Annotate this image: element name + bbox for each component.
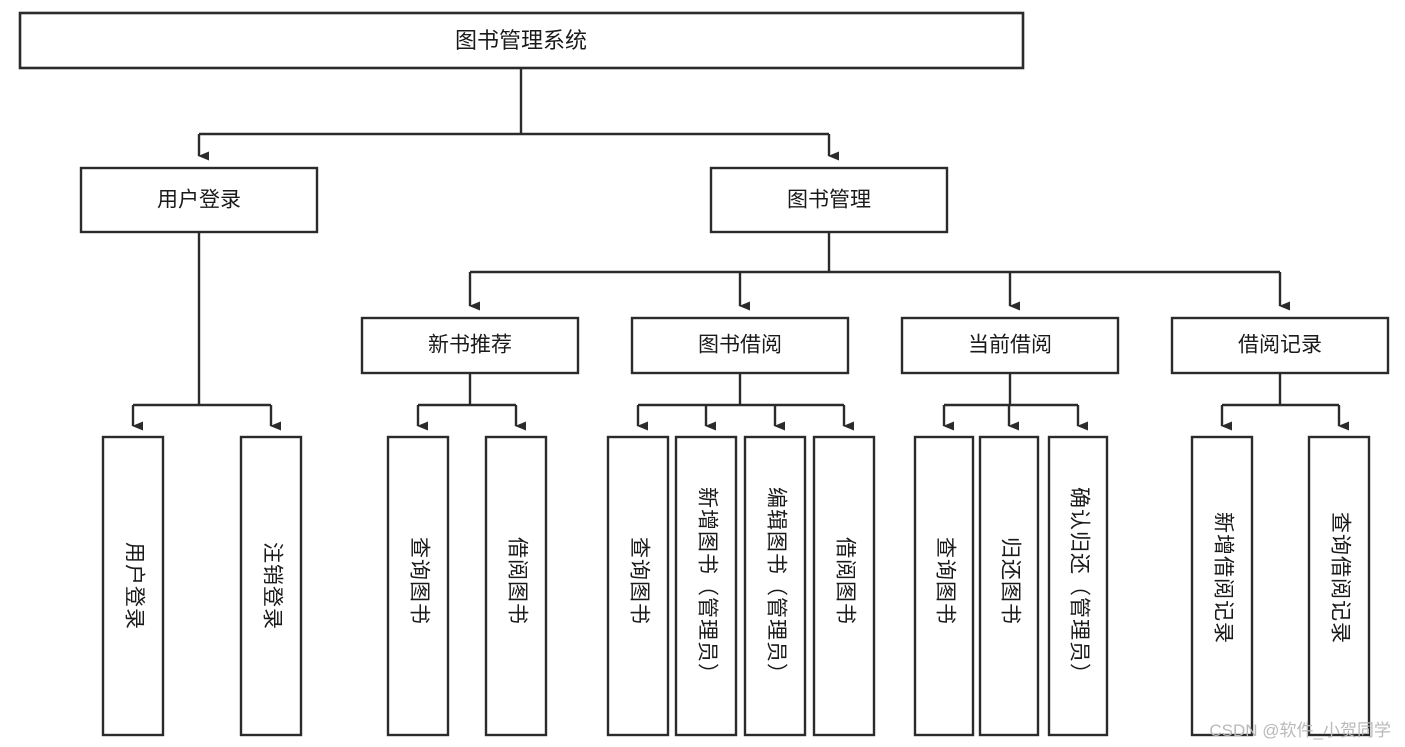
connector-layer bbox=[131, 68, 1349, 431]
leaf-recommend-query-book-box[interactable] bbox=[386, 435, 450, 737]
leaf-borrow-query-book-label: 查询图书 bbox=[627, 537, 650, 625]
leaf-user-login[interactable]: 用户登录 bbox=[101, 435, 165, 737]
node-book-borrow-box[interactable] bbox=[630, 316, 850, 375]
leaf-record-query-record-box[interactable] bbox=[1307, 435, 1371, 737]
leaf-user-logout[interactable]: 注销登录 bbox=[239, 435, 303, 737]
node-current-borrow-box[interactable] bbox=[900, 316, 1120, 375]
node-new-book-recommend[interactable]: 新书推荐 bbox=[360, 316, 580, 375]
leaf-user-login-box[interactable] bbox=[101, 435, 165, 737]
leaf-record-query-record-label: 查询借阅记录 bbox=[1328, 512, 1351, 644]
leaf-record-add-record[interactable]: 新增借阅记录 bbox=[1190, 435, 1254, 737]
leaf-borrow-borrow-book-label: 借阅图书 bbox=[833, 537, 856, 625]
node-root[interactable]: 图书管理系统 bbox=[18, 11, 1025, 70]
leaf-borrow-add-book-label: 新增图书（管理员） bbox=[695, 487, 718, 685]
node-current-borrow-label: 当前借阅 bbox=[968, 334, 1052, 357]
node-user-login[interactable]: 用户登录 bbox=[79, 166, 319, 234]
leaf-borrow-borrow-book[interactable]: 借阅图书 bbox=[812, 435, 876, 737]
leaf-current-return-book[interactable]: 归还图书 bbox=[978, 435, 1040, 737]
node-book-borrow-label: 图书借阅 bbox=[698, 334, 782, 357]
node-borrow-record-box[interactable] bbox=[1170, 316, 1390, 375]
node-book-management-label: 图书管理 bbox=[787, 189, 871, 212]
leaf-borrow-add-book[interactable]: 新增图书（管理员） bbox=[674, 435, 738, 737]
node-borrow-record-label: 借阅记录 bbox=[1238, 334, 1322, 357]
node-book-management[interactable]: 图书管理 bbox=[709, 166, 949, 234]
leaf-recommend-query-book-label: 查询图书 bbox=[407, 537, 430, 625]
leaf-user-logout-label: 注销登录 bbox=[260, 542, 283, 630]
leaf-borrow-edit-book-box[interactable] bbox=[743, 435, 807, 737]
node-borrow-record[interactable]: 借阅记录 bbox=[1170, 316, 1390, 375]
leaf-current-query-book-label: 查询图书 bbox=[933, 537, 956, 625]
node-user-login-box[interactable] bbox=[79, 166, 319, 234]
leaf-recommend-borrow-book-box[interactable] bbox=[484, 435, 548, 737]
leaf-current-return-book-box[interactable] bbox=[978, 435, 1040, 737]
leaf-recommend-borrow-book[interactable]: 借阅图书 bbox=[484, 435, 548, 737]
node-root-box[interactable] bbox=[18, 11, 1025, 70]
leaf-borrow-edit-book-label: 编辑图书（管理员） bbox=[764, 487, 787, 685]
leaf-borrow-edit-book[interactable]: 编辑图书（管理员） bbox=[743, 435, 807, 737]
leaf-record-add-record-box[interactable] bbox=[1190, 435, 1254, 737]
node-current-borrow[interactable]: 当前借阅 bbox=[900, 316, 1120, 375]
node-new-book-recommend-box[interactable] bbox=[360, 316, 580, 375]
leaf-borrow-add-book-box[interactable] bbox=[674, 435, 738, 737]
csdn-watermark: CSDN @软件_小贺同学 bbox=[1209, 721, 1391, 740]
node-new-book-recommend-label: 新书推荐 bbox=[428, 334, 512, 357]
leaf-record-add-record-label: 新增借阅记录 bbox=[1211, 512, 1234, 644]
leaf-recommend-query-book[interactable]: 查询图书 bbox=[386, 435, 450, 737]
node-user-login-label: 用户登录 bbox=[157, 189, 241, 212]
leaf-user-login-label: 用户登录 bbox=[122, 542, 145, 630]
leaf-record-query-record[interactable]: 查询借阅记录 bbox=[1307, 435, 1371, 737]
node-book-borrow[interactable]: 图书借阅 bbox=[630, 316, 850, 375]
leaf-current-confirm-return[interactable]: 确认归还（管理员） bbox=[1047, 435, 1109, 737]
leaf-current-confirm-return-box[interactable] bbox=[1047, 435, 1109, 737]
leaf-borrow-borrow-book-box[interactable] bbox=[812, 435, 876, 737]
leaf-user-logout-box[interactable] bbox=[239, 435, 303, 737]
leaf-borrow-query-book-box[interactable] bbox=[606, 435, 670, 737]
node-root-label: 图书管理系统 bbox=[455, 28, 587, 53]
leaf-current-query-book-box[interactable] bbox=[913, 435, 975, 737]
leaf-current-return-book-label: 归还图书 bbox=[998, 537, 1021, 625]
leaf-borrow-query-book[interactable]: 查询图书 bbox=[606, 435, 670, 737]
node-book-management-box[interactable] bbox=[709, 166, 949, 234]
leaf-current-confirm-return-label: 确认归还（管理员） bbox=[1067, 487, 1090, 685]
leaf-recommend-borrow-book-label: 借阅图书 bbox=[505, 537, 528, 625]
leaf-current-query-book[interactable]: 查询图书 bbox=[913, 435, 975, 737]
